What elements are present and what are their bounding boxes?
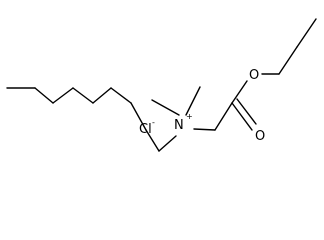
hexyl-bond-5 [92,87,112,104]
nitrogen-to-methylene-bond [193,128,216,131]
nitrogen-atom-label: N [174,118,184,133]
hexyl-bond-8 [145,129,160,152]
hexyl-bond-3 [52,87,74,104]
propyl-bond-1 [278,46,298,75]
hexyl-chain [6,87,177,152]
hexyl-bond-2 [34,87,54,104]
methylene-to-carbonyl-bond [214,102,233,131]
ester-oxygen-label: O [249,68,259,83]
chloride-atom-label: Cl [139,122,152,137]
hexyl-bond-4 [72,87,94,104]
chloride-charge-label: - [152,118,155,127]
carbonyl-oxygen-label: O [255,129,265,144]
chemical-structure-diagram: N + Cl - O O [6,18,317,152]
hexyl-bond-6 [110,87,132,104]
hexyl-to-nitrogen-bond [158,135,177,152]
nitrogen-charge-label: + [186,112,193,121]
propyl-bond-2 [296,18,317,48]
methyl-bond-left [151,99,180,116]
hexyl-bond-7 [130,102,147,131]
ester-branch [193,18,317,131]
carbonyl-double-bond-b [236,98,257,125]
methyl-bond-right [185,86,201,116]
carbonyl-to-ester-oxygen-bond [231,80,248,104]
carbonyl-double-bond-a [231,102,253,131]
methyl-groups [151,86,201,116]
